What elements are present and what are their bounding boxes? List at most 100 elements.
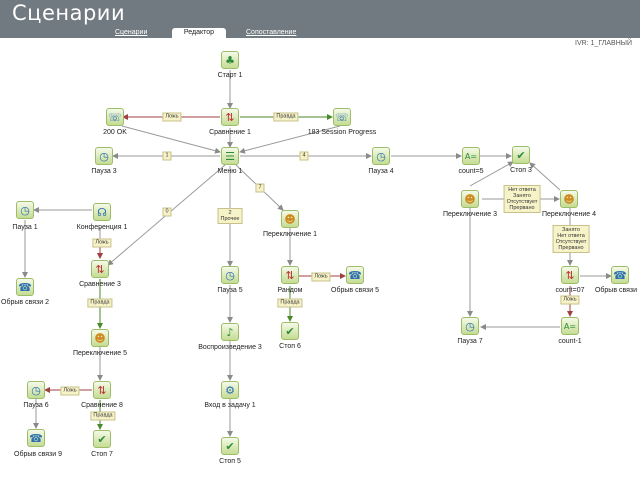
counter-node[interactable]: A= — [561, 317, 579, 335]
clock-icon: ◷ — [225, 268, 235, 282]
playback-node[interactable]: ♪ — [221, 323, 239, 341]
node-label: Конференция 1 — [76, 224, 128, 231]
edge-label-false: Ложь — [60, 386, 80, 396]
edge-label-true: Правда — [90, 411, 116, 421]
clock-icon: ◷ — [99, 149, 109, 163]
node-label: Старт 1 — [217, 72, 243, 79]
gear-icon: ⚙ — [225, 383, 235, 397]
clock-icon: ◷ — [20, 203, 30, 217]
edge-label-1: 1 — [162, 151, 172, 161]
clock-icon: ◷ — [465, 319, 475, 333]
compare-node[interactable]: ⇅ — [561, 266, 579, 284]
counter-icon: A= — [563, 321, 577, 331]
edge-label-false: Ложь — [92, 238, 112, 248]
tab-mapping[interactable]: Сопоставление — [246, 29, 297, 36]
hangup-icon: ☎ — [18, 280, 32, 294]
edge-label-false: Ложь — [162, 112, 182, 122]
pause-node[interactable]: ◷ — [221, 266, 239, 284]
compare-node[interactable]: ⇅ — [91, 260, 109, 278]
operator-icon: ☻ — [284, 212, 296, 226]
node-label: Сравнение 3 — [79, 281, 121, 288]
operator-icon: ☻ — [94, 331, 106, 345]
phone-node[interactable]: ☏ — [333, 108, 351, 126]
compare-node[interactable]: ⇅ — [221, 108, 239, 126]
hangup-icon: ☎ — [348, 268, 362, 282]
edge-label-statuses: Занято Нет ответа Отсутствует Прервано — [552, 225, 590, 253]
random-node[interactable]: ⇅ — [281, 266, 299, 284]
pause-node[interactable]: ◷ — [461, 317, 479, 335]
operator-icon: ☻ — [464, 192, 476, 206]
pause-node[interactable]: ◷ — [95, 147, 113, 165]
node-label: 183 Session Progress — [307, 129, 377, 136]
node-label: Стоп 6 — [279, 343, 301, 350]
edge-label-false: Ложь — [560, 295, 580, 305]
clock-icon: ◷ — [376, 149, 386, 163]
stop-node[interactable]: ✔ — [512, 146, 530, 164]
switch-node[interactable]: ☻ — [91, 329, 109, 347]
check-icon: ✔ — [97, 432, 107, 446]
node-label: Пауза 5 — [217, 287, 243, 294]
node-label: Переключение 4 — [541, 211, 597, 218]
stop-node[interactable]: ✔ — [221, 437, 239, 455]
phone-node[interactable]: ☏ — [106, 108, 124, 126]
drop-node[interactable]: ☎ — [611, 266, 629, 284]
node-label: count=07 — [555, 287, 585, 294]
pause-node[interactable]: ◷ — [372, 147, 390, 165]
check-icon: ✔ — [516, 148, 526, 162]
check-icon: ✔ — [285, 324, 295, 338]
tab-bar — [0, 27, 640, 38]
node-label: Меню 1 — [217, 168, 243, 175]
compare-icon: ⇅ — [97, 383, 107, 397]
node-label: Обрыв связи — [594, 287, 638, 294]
node-label: Стоп 7 — [91, 451, 113, 458]
compare-node[interactable]: ⇅ — [93, 381, 111, 399]
node-label: Переключение 3 — [442, 211, 498, 218]
node-label: Пауза 4 — [368, 168, 394, 175]
edge — [239, 125, 341, 154]
node-label: Стоп 5 — [219, 458, 241, 465]
counter-node[interactable]: A= — [462, 147, 480, 165]
task-node[interactable]: ⚙ — [221, 381, 239, 399]
switch-node[interactable]: ☻ — [461, 190, 479, 208]
node-label: count=5 — [458, 168, 484, 175]
node-label: Переключение 5 — [72, 350, 128, 357]
switch-node[interactable]: ☻ — [560, 190, 578, 208]
drop-node[interactable]: ☎ — [27, 429, 45, 447]
ivr-label: IVR: 1_ГЛАВНЫЙ — [575, 40, 632, 47]
pause-node[interactable]: ◷ — [16, 201, 34, 219]
conference-node[interactable]: ☊ — [93, 203, 111, 221]
drop-node[interactable]: ☎ — [346, 266, 364, 284]
node-label: Сравнение 8 — [81, 402, 123, 409]
edge-label-true: Правда — [273, 112, 299, 122]
edge-label-statuses: Нет ответа Занято Отсутствует Прервано — [503, 185, 541, 213]
node-label: 200 OK — [103, 129, 127, 136]
node-label: Переключение 1 — [262, 231, 318, 238]
switch-node[interactable]: ☻ — [281, 210, 299, 228]
node-label: Пауза 1 — [12, 224, 38, 231]
phone-icon: ☏ — [108, 110, 122, 124]
stop-node[interactable]: ✔ — [93, 430, 111, 448]
pause-node[interactable]: ◷ — [27, 381, 45, 399]
phone-icon: ☏ — [335, 110, 349, 124]
edge — [121, 125, 221, 154]
page-title: Сценарии — [12, 1, 126, 25]
edge-label-7: 7 — [255, 183, 265, 193]
edge-label-true: Правда — [277, 298, 303, 308]
start-node[interactable]: ♣ — [221, 51, 239, 69]
node-label: Сравнение 1 — [209, 129, 251, 136]
edge-label-other: 2 Прочее — [217, 208, 243, 224]
tab-editor[interactable]: Редактор — [172, 28, 226, 38]
check-icon: ✔ — [225, 439, 235, 453]
menu-node[interactable]: ☰ — [221, 147, 239, 165]
drop-node[interactable]: ☎ — [16, 278, 34, 296]
stop-node[interactable]: ✔ — [281, 322, 299, 340]
compare-icon: ⇅ — [565, 268, 575, 282]
app-header — [0, 0, 640, 27]
counter-icon: A= — [464, 151, 478, 161]
tab-scenarios[interactable]: Сценарии — [115, 29, 148, 36]
edge-label-0: 0 — [162, 207, 172, 217]
node-label: Стоп 3 — [510, 167, 532, 174]
operator-icon: ☻ — [563, 192, 575, 206]
note-icon: ♪ — [226, 325, 234, 339]
hangup-icon: ☎ — [29, 431, 43, 445]
